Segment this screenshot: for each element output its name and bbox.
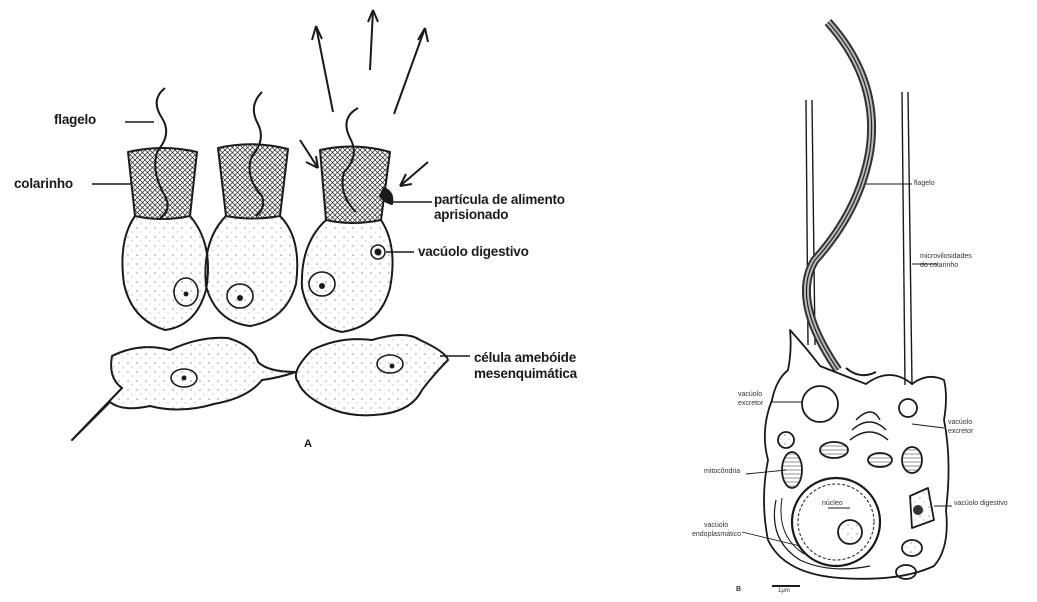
label-b-endoplasmatico-2: endoplasmático bbox=[692, 531, 741, 538]
label-ameboide-2: mesenquimática bbox=[474, 366, 577, 381]
panel-letter-b: B bbox=[736, 586, 741, 593]
label-flagelo: flagelo bbox=[54, 112, 96, 127]
figure-a-drawing bbox=[72, 10, 470, 440]
label-particula-2: aprisionado bbox=[434, 207, 508, 222]
panel-letter-a: A bbox=[304, 438, 312, 450]
label-b-flagelo: flagelo bbox=[914, 180, 935, 187]
label-b-microvilosidades-1: microvilosidades bbox=[920, 253, 972, 260]
label-particula-1: partícula de alimento bbox=[434, 192, 565, 207]
label-b-microvilosidades-2: do colarinho bbox=[920, 262, 958, 269]
label-vacuolo-digestivo: vacúolo digestivo bbox=[418, 244, 529, 259]
label-b-excretor-left-1: vacúolo bbox=[738, 391, 762, 398]
amoeboid-cell-left bbox=[72, 338, 296, 440]
amoeboid-cell-right bbox=[296, 335, 448, 415]
label-b-nucleo: núcleo bbox=[822, 500, 843, 507]
label-b-excretor-left-2: excretor bbox=[738, 400, 763, 407]
choanocyte-body-2 bbox=[205, 216, 297, 326]
label-b-mitocondria: mitocôndria bbox=[704, 468, 740, 475]
figure-b-drawing bbox=[742, 22, 952, 586]
b-golgi bbox=[850, 412, 888, 440]
collar-1 bbox=[128, 148, 197, 219]
microvillus-right bbox=[902, 92, 912, 385]
label-b-endoplasmatico-1: vacúolo bbox=[704, 522, 728, 529]
b-excretory-vacuole-left bbox=[802, 386, 838, 422]
food-flow-arrows bbox=[312, 10, 428, 114]
label-b-vacuolo-digestivo: vacúolo digestivo bbox=[954, 500, 1008, 507]
label-ameboide-1: célula amebóide bbox=[474, 350, 576, 365]
label-b-excretor-right-2: excretor bbox=[948, 428, 973, 435]
choanocyte-body-3 bbox=[302, 220, 393, 332]
label-b-scale: 1μm bbox=[778, 588, 790, 594]
label-colarinho: colarinho bbox=[14, 176, 73, 191]
label-b-excretor-right-1: vacúolo bbox=[948, 419, 972, 426]
b-nucleus bbox=[792, 478, 880, 566]
choanocyte-body-1 bbox=[122, 216, 208, 330]
